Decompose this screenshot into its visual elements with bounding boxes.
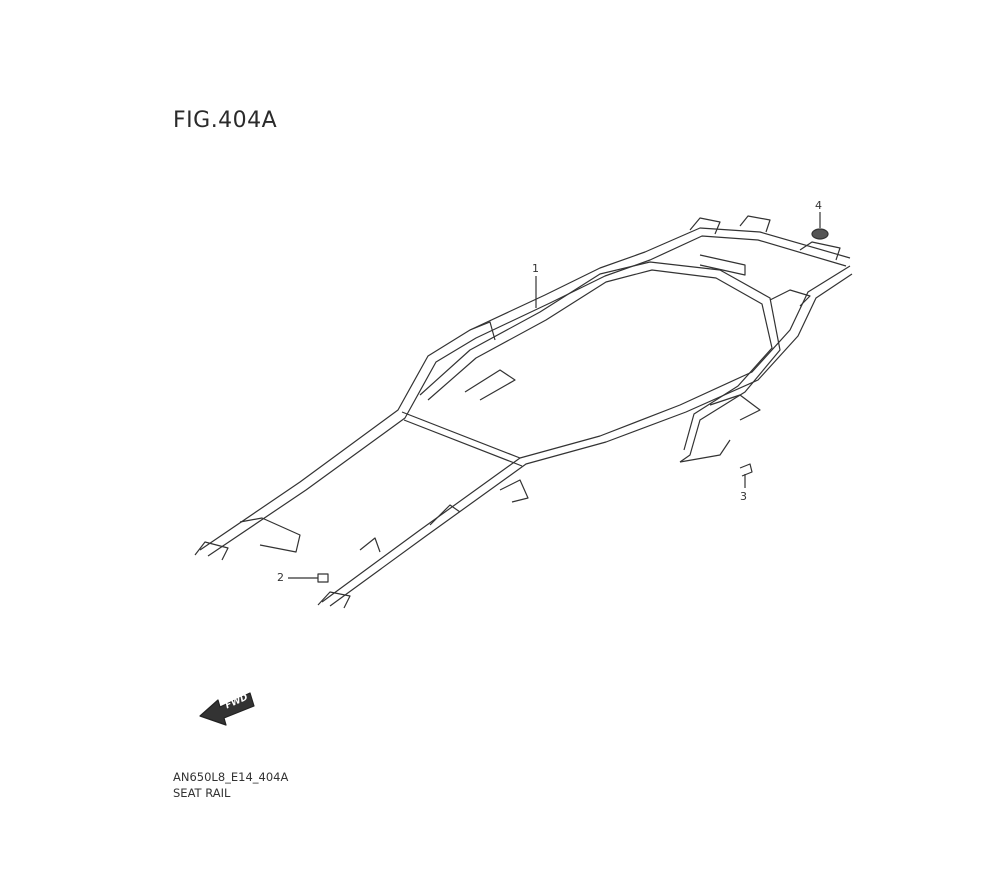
- drawing-name: SEAT RAIL: [173, 786, 231, 800]
- seat-rail-frame: [194, 215, 853, 609]
- fwd-arrow-icon: [199, 692, 255, 726]
- callout-3: 3: [740, 490, 747, 503]
- drawing-code: AN650L8_E14_404A: [173, 770, 289, 784]
- callout-1: 1: [532, 262, 539, 275]
- leader-lines: [288, 212, 821, 579]
- callout-4: 4: [815, 199, 822, 212]
- callout-2: 2: [277, 571, 284, 584]
- figure-title: FIG.404A: [173, 108, 278, 133]
